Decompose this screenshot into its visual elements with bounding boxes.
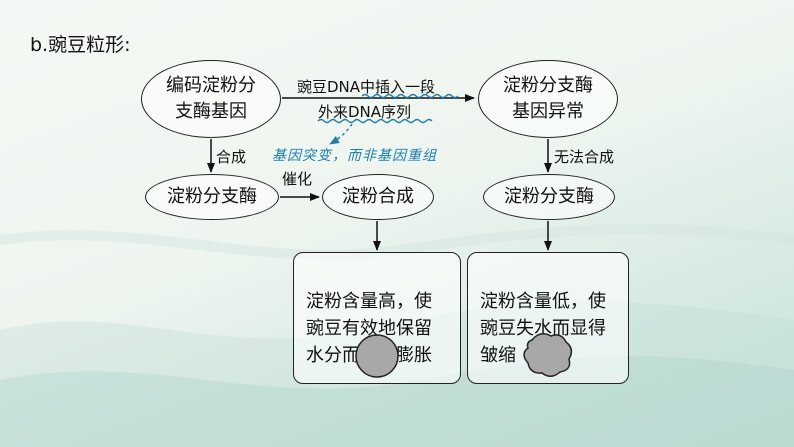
insert-label-bottom: 外来DNA序列 bbox=[318, 103, 412, 121]
no-synthesis-label: 无法合成 bbox=[554, 148, 615, 166]
gene-node: 编码淀粉分 支酶基因 bbox=[141, 60, 281, 138]
note-pointer-arrow bbox=[329, 123, 353, 145]
insert-label-top: 豌豆DNA中插入一段 bbox=[297, 78, 436, 96]
starch-synthesis-node: 淀粉合成 bbox=[322, 174, 434, 220]
enzyme-node-text: 淀粉分支酶 bbox=[167, 186, 257, 207]
abnormal-gene-node-text: 淀粉分支酶 基因异常 bbox=[503, 75, 593, 122]
gene-node-text: 编码淀粉分 支酶基因 bbox=[166, 75, 256, 122]
starch-synthesis-node-text: 淀粉合成 bbox=[342, 186, 414, 207]
result-right-text: 淀粉含量低，使 豌豆失水而显得 皱缩 bbox=[480, 291, 606, 366]
enzyme-right-node: 淀粉分支酶 bbox=[483, 174, 615, 220]
catalyze-label: 催化 bbox=[282, 170, 313, 188]
underline-wavy-top bbox=[361, 93, 459, 99]
underline-wavy-bottom bbox=[317, 118, 433, 124]
round-pea-icon bbox=[355, 334, 399, 378]
synthesis-label: 合成 bbox=[216, 148, 247, 166]
mutation-note: 基因突变，而非基因重组 bbox=[272, 148, 437, 164]
wrinkled-pea-icon bbox=[523, 333, 573, 377]
result-box-right: 淀粉含量低，使 豌豆失水而显得 皱缩 bbox=[467, 252, 629, 384]
enzyme-node: 淀粉分支酶 bbox=[145, 174, 279, 220]
enzyme-right-node-text: 淀粉分支酶 bbox=[504, 186, 594, 207]
abnormal-gene-node: 淀粉分支酶 基因异常 bbox=[478, 60, 618, 138]
section-heading: b.豌豆粒形: bbox=[30, 34, 131, 56]
